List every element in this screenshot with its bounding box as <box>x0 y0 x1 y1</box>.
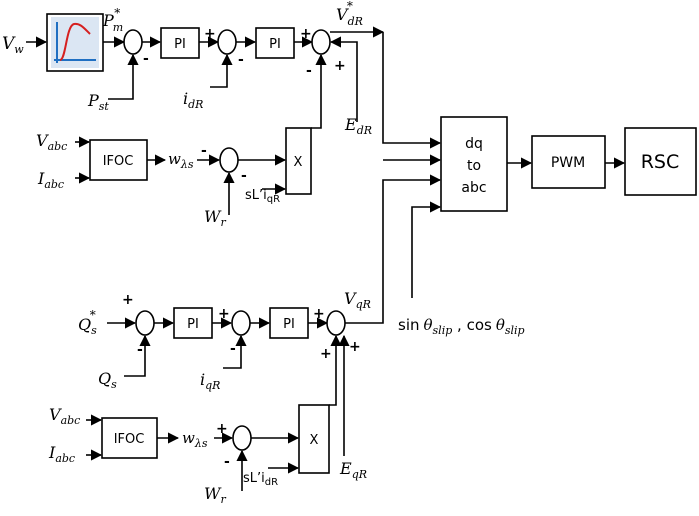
idr-label: idR <box>183 89 203 111</box>
multiplier-block <box>285 127 312 195</box>
pst-arrow <box>108 53 139 100</box>
sign-minus: - <box>241 168 247 184</box>
rsc-block <box>624 127 697 196</box>
pi-label: PI <box>187 317 199 332</box>
summing-junction-6 <box>231 310 251 336</box>
iabc-label: Iabc <box>48 443 75 465</box>
sign-minus: - <box>230 341 236 357</box>
sign-minus: - <box>201 143 207 159</box>
omega-lambda-label: wλs <box>182 429 208 450</box>
sign-minus: - <box>306 63 312 79</box>
multiplier-label: X <box>310 433 319 448</box>
dq-label: dq <box>465 136 483 152</box>
to-label: to <box>467 158 481 174</box>
sign-plus: + <box>334 58 346 74</box>
pi-controller-block <box>255 27 295 59</box>
dq-to-abc-block <box>440 116 508 212</box>
idr-arrow <box>210 53 233 88</box>
summing-junction-5 <box>135 310 155 336</box>
rsc-label: RSC <box>641 151 680 173</box>
pwm-label: PWM <box>551 155 585 171</box>
pi-controller-block <box>160 27 200 59</box>
sign-minus: - <box>137 342 143 358</box>
sign-plus: + <box>349 339 361 355</box>
summing-junction-7 <box>326 310 346 336</box>
sign-minus: - <box>143 51 149 67</box>
qs-arrow <box>124 334 151 377</box>
pst-label: Pst <box>87 91 109 113</box>
pi-label: PI <box>174 37 186 52</box>
ifoc-label: IFOC <box>103 154 134 169</box>
vw-label: Vw <box>2 34 24 56</box>
iabc-label: Iabc <box>37 169 64 191</box>
summing-junction-8 <box>232 425 252 451</box>
vqr-label: VqR <box>344 289 371 311</box>
summing-junction-2 <box>217 29 237 55</box>
iqr-label: iqR <box>200 370 220 392</box>
multiplier-label: X <box>294 155 303 170</box>
sign-plus: + <box>204 26 216 42</box>
pi-label: PI <box>269 37 281 52</box>
sign-plus: + <box>122 292 134 308</box>
pi-controller-block <box>269 307 309 339</box>
ifoc-label: IFOC <box>114 432 145 447</box>
edr-arrow <box>329 36 358 122</box>
qs-label: Qs <box>98 369 117 391</box>
wr-label: Wr <box>204 484 226 506</box>
qs-ref-label: Qs* <box>78 308 97 337</box>
wr-label: Wr <box>204 207 226 229</box>
summing-junction-4 <box>219 147 239 173</box>
vdr-label: VdR* <box>336 0 363 28</box>
abc-label: abc <box>461 180 486 196</box>
vabc-label: Vabc <box>49 405 80 427</box>
sign-minus: - <box>224 454 230 470</box>
vqr-arrow <box>345 174 442 324</box>
eqr-label: EqR <box>339 459 367 481</box>
summing-junction-1 <box>123 29 143 55</box>
multiplier-block <box>298 404 330 474</box>
mppt-curve-block <box>46 13 104 72</box>
sign-minus: - <box>238 52 244 68</box>
sign-plus: + <box>320 346 332 362</box>
vabc-label: Vabc <box>36 131 67 153</box>
slip-angle-arrow <box>411 201 442 298</box>
sign-plus: + <box>300 26 312 42</box>
sign-plus: + <box>218 306 230 322</box>
pm-ref-label: Pm* <box>102 6 123 34</box>
pi-controller-block <box>173 307 213 339</box>
edr-label: EdR <box>344 115 372 137</box>
sign-plus: + <box>313 306 325 322</box>
iqr-arrow <box>223 334 247 369</box>
pwm-block <box>531 135 606 189</box>
sign-plus: + <box>216 421 228 437</box>
sl-iqr-label: sL’iqR <box>245 188 280 205</box>
omega-lambda-label: wλs <box>168 150 194 171</box>
summing-junction-3 <box>311 29 331 55</box>
sl-idr-label: sL’idR <box>243 471 278 488</box>
pi-label: PI <box>283 317 295 332</box>
